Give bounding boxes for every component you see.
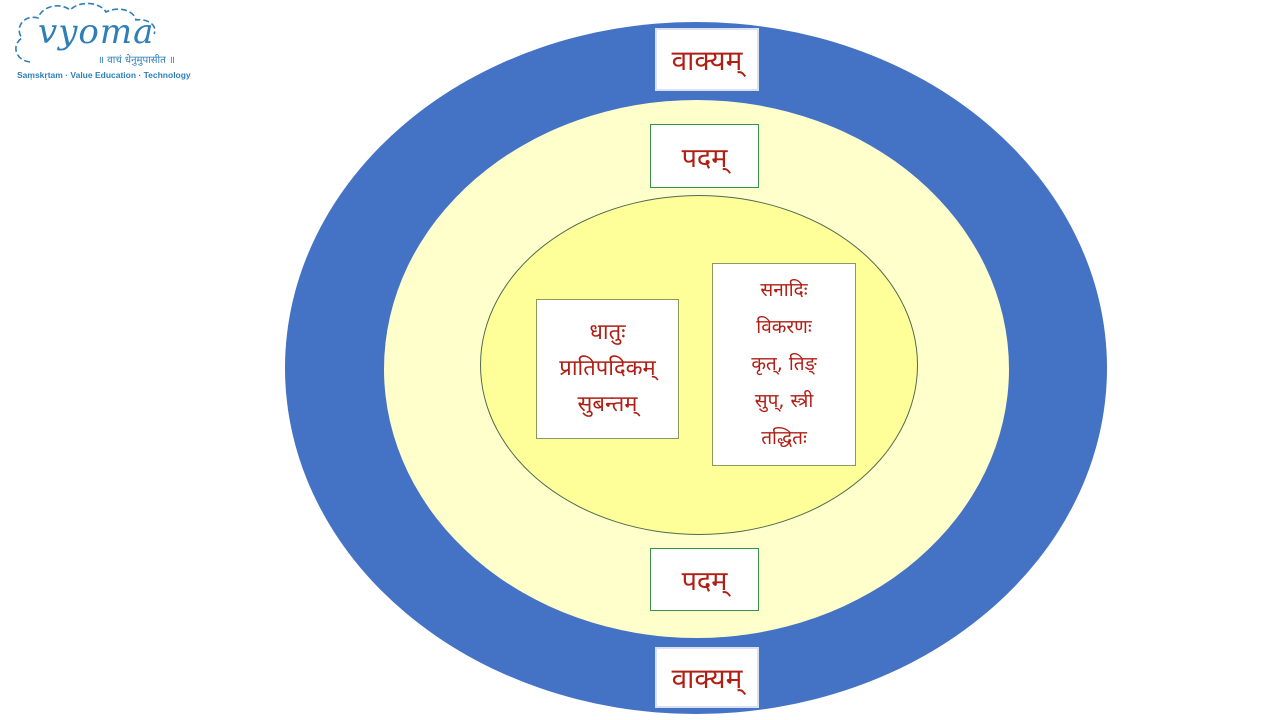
logo-tagline: Saṃskṛtam · Value Education · Technology <box>17 70 191 80</box>
vakyam-label-top: वाक्यम् <box>655 28 759 91</box>
pratyaya-box: सनादिः विकरणः कृत्, तिङ् सुप्, स्त्री तद… <box>712 263 856 466</box>
logo-wordmark: vyoma <box>38 12 155 52</box>
vakyam-text: वाक्यम् <box>671 43 743 77</box>
pratipadikam-text: प्रातिपदिकम् <box>559 356 656 381</box>
vikarana-text: विकरणः <box>756 316 812 338</box>
taddhita-text: तद्धितः <box>761 427 807 449</box>
subantam-text: सुबन्तम् <box>577 392 638 417</box>
padam-text: पदम् <box>681 566 728 597</box>
dhatu-text: धातुः <box>589 320 626 345</box>
vakyam-label-bottom: वाक्यम् <box>655 647 759 708</box>
krt-tin-text: कृत्, तिङ् <box>751 353 817 375</box>
logo-motto: ॥ वाचं धेनुमुपासीत ॥ <box>98 55 176 66</box>
padam-text: पदम् <box>681 142 728 174</box>
sanadi-text: सनादिः <box>760 279 808 301</box>
padam-label-bottom: पदम् <box>650 548 759 611</box>
sup-stri-text: सुप्, स्त्री <box>754 390 814 412</box>
padam-label-top: पदम् <box>650 124 759 188</box>
vakyam-text: वाक्यम् <box>671 661 743 695</box>
dhatu-pratipadika-box: धातुः प्रातिपदिकम् सुबन्तम् <box>536 299 679 439</box>
vyoma-logo: vyoma ॥ वाचं धेनुमुपासीत ॥ Saṃskṛtam · V… <box>8 0 198 86</box>
cloud-outline-icon <box>15 2 156 63</box>
